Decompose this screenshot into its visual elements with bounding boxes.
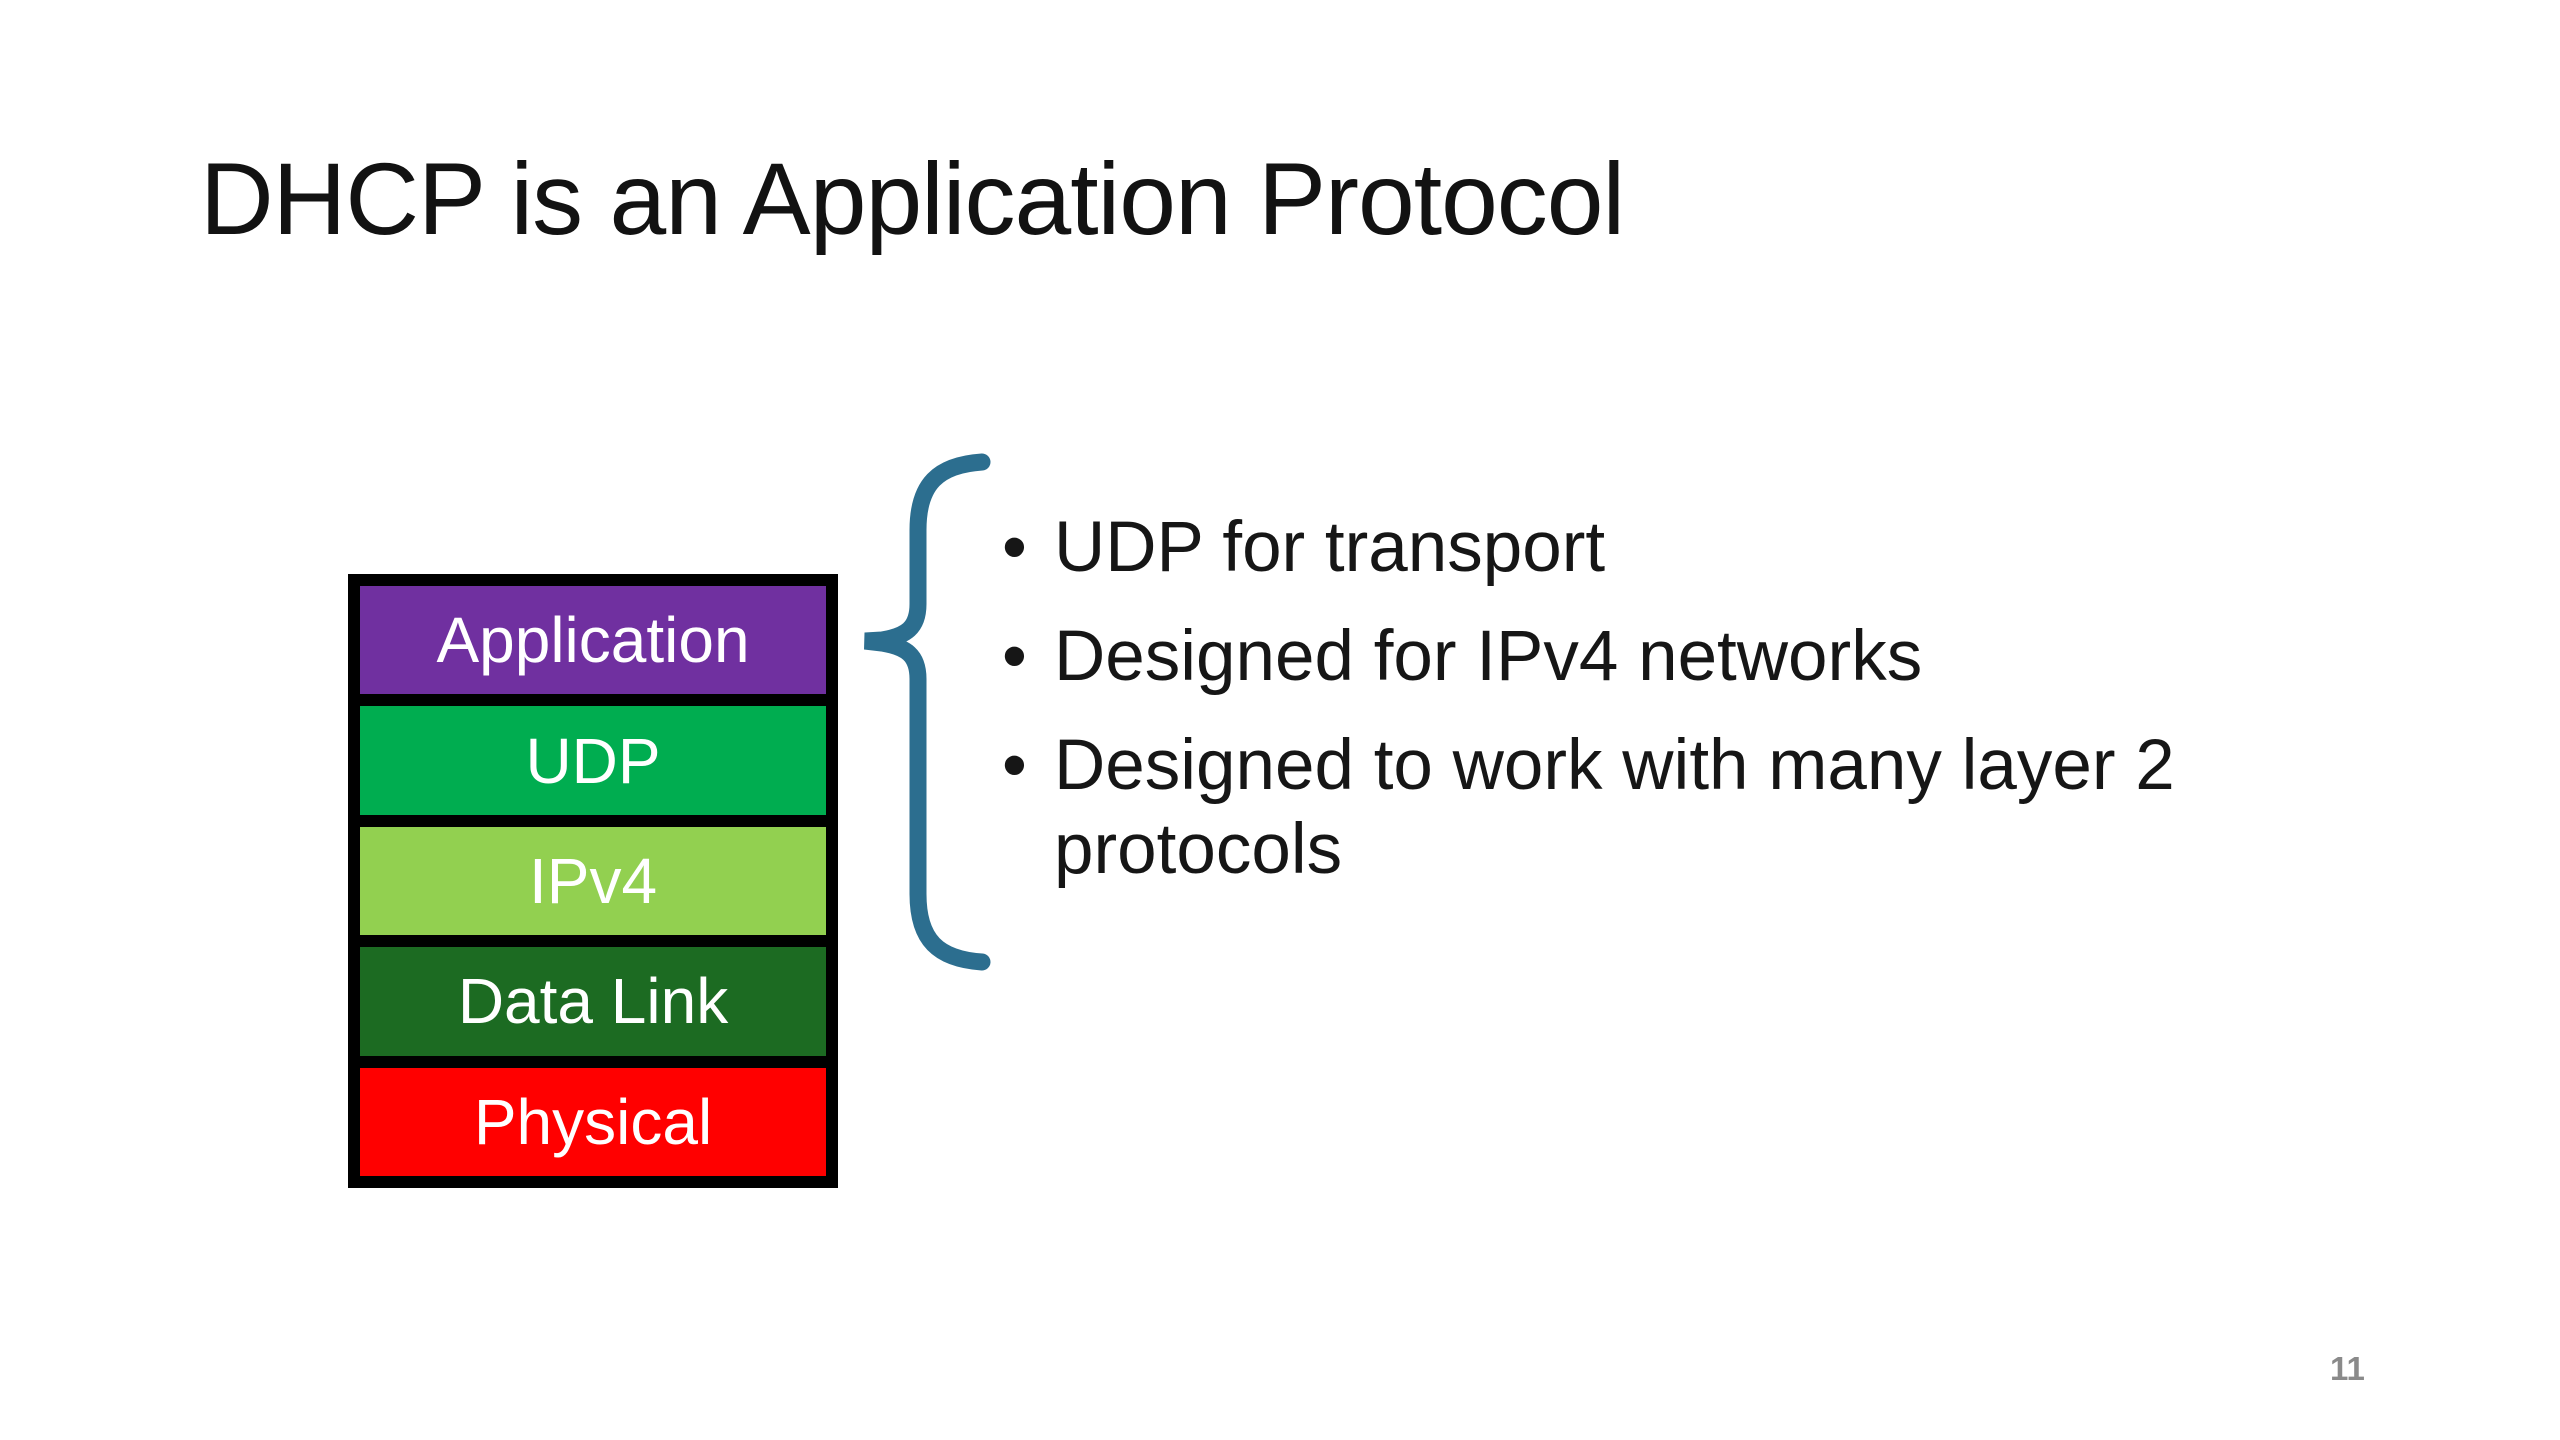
slide-title: DHCP is an Application Protocol (200, 142, 1625, 256)
stack-layer-udp: UDP (360, 706, 826, 815)
protocol-stack-diagram: Application UDP IPv4 Data Link Physical (348, 574, 838, 1188)
bullet-item: Designed for IPv4 networks (1002, 615, 2262, 699)
stack-layer-label: UDP (525, 724, 661, 797)
curly-brace-path (864, 453, 991, 971)
stack-layer-label: Physical (473, 1085, 713, 1158)
bullet-item: Designed to work with many layer 2 proto… (1002, 724, 2262, 892)
stack-layer-application: Application (360, 586, 826, 695)
stack-layer-label: Application (436, 604, 750, 677)
bullet-list: UDP for transport Designed for IPv4 netw… (1002, 506, 2262, 917)
stack-layer-label: IPv4 (528, 845, 658, 918)
stack-layer-ipv4: IPv4 (360, 826, 826, 936)
stack-layer-physical: Physical (360, 1067, 826, 1177)
page-number: 11 (2330, 1350, 2365, 1387)
bullet-item: UDP for transport (1002, 506, 2262, 590)
stack-layer-datalink: Data Link (360, 947, 826, 1056)
stack-layer-label: Data Link (457, 965, 729, 1038)
curly-brace-icon (864, 453, 991, 971)
